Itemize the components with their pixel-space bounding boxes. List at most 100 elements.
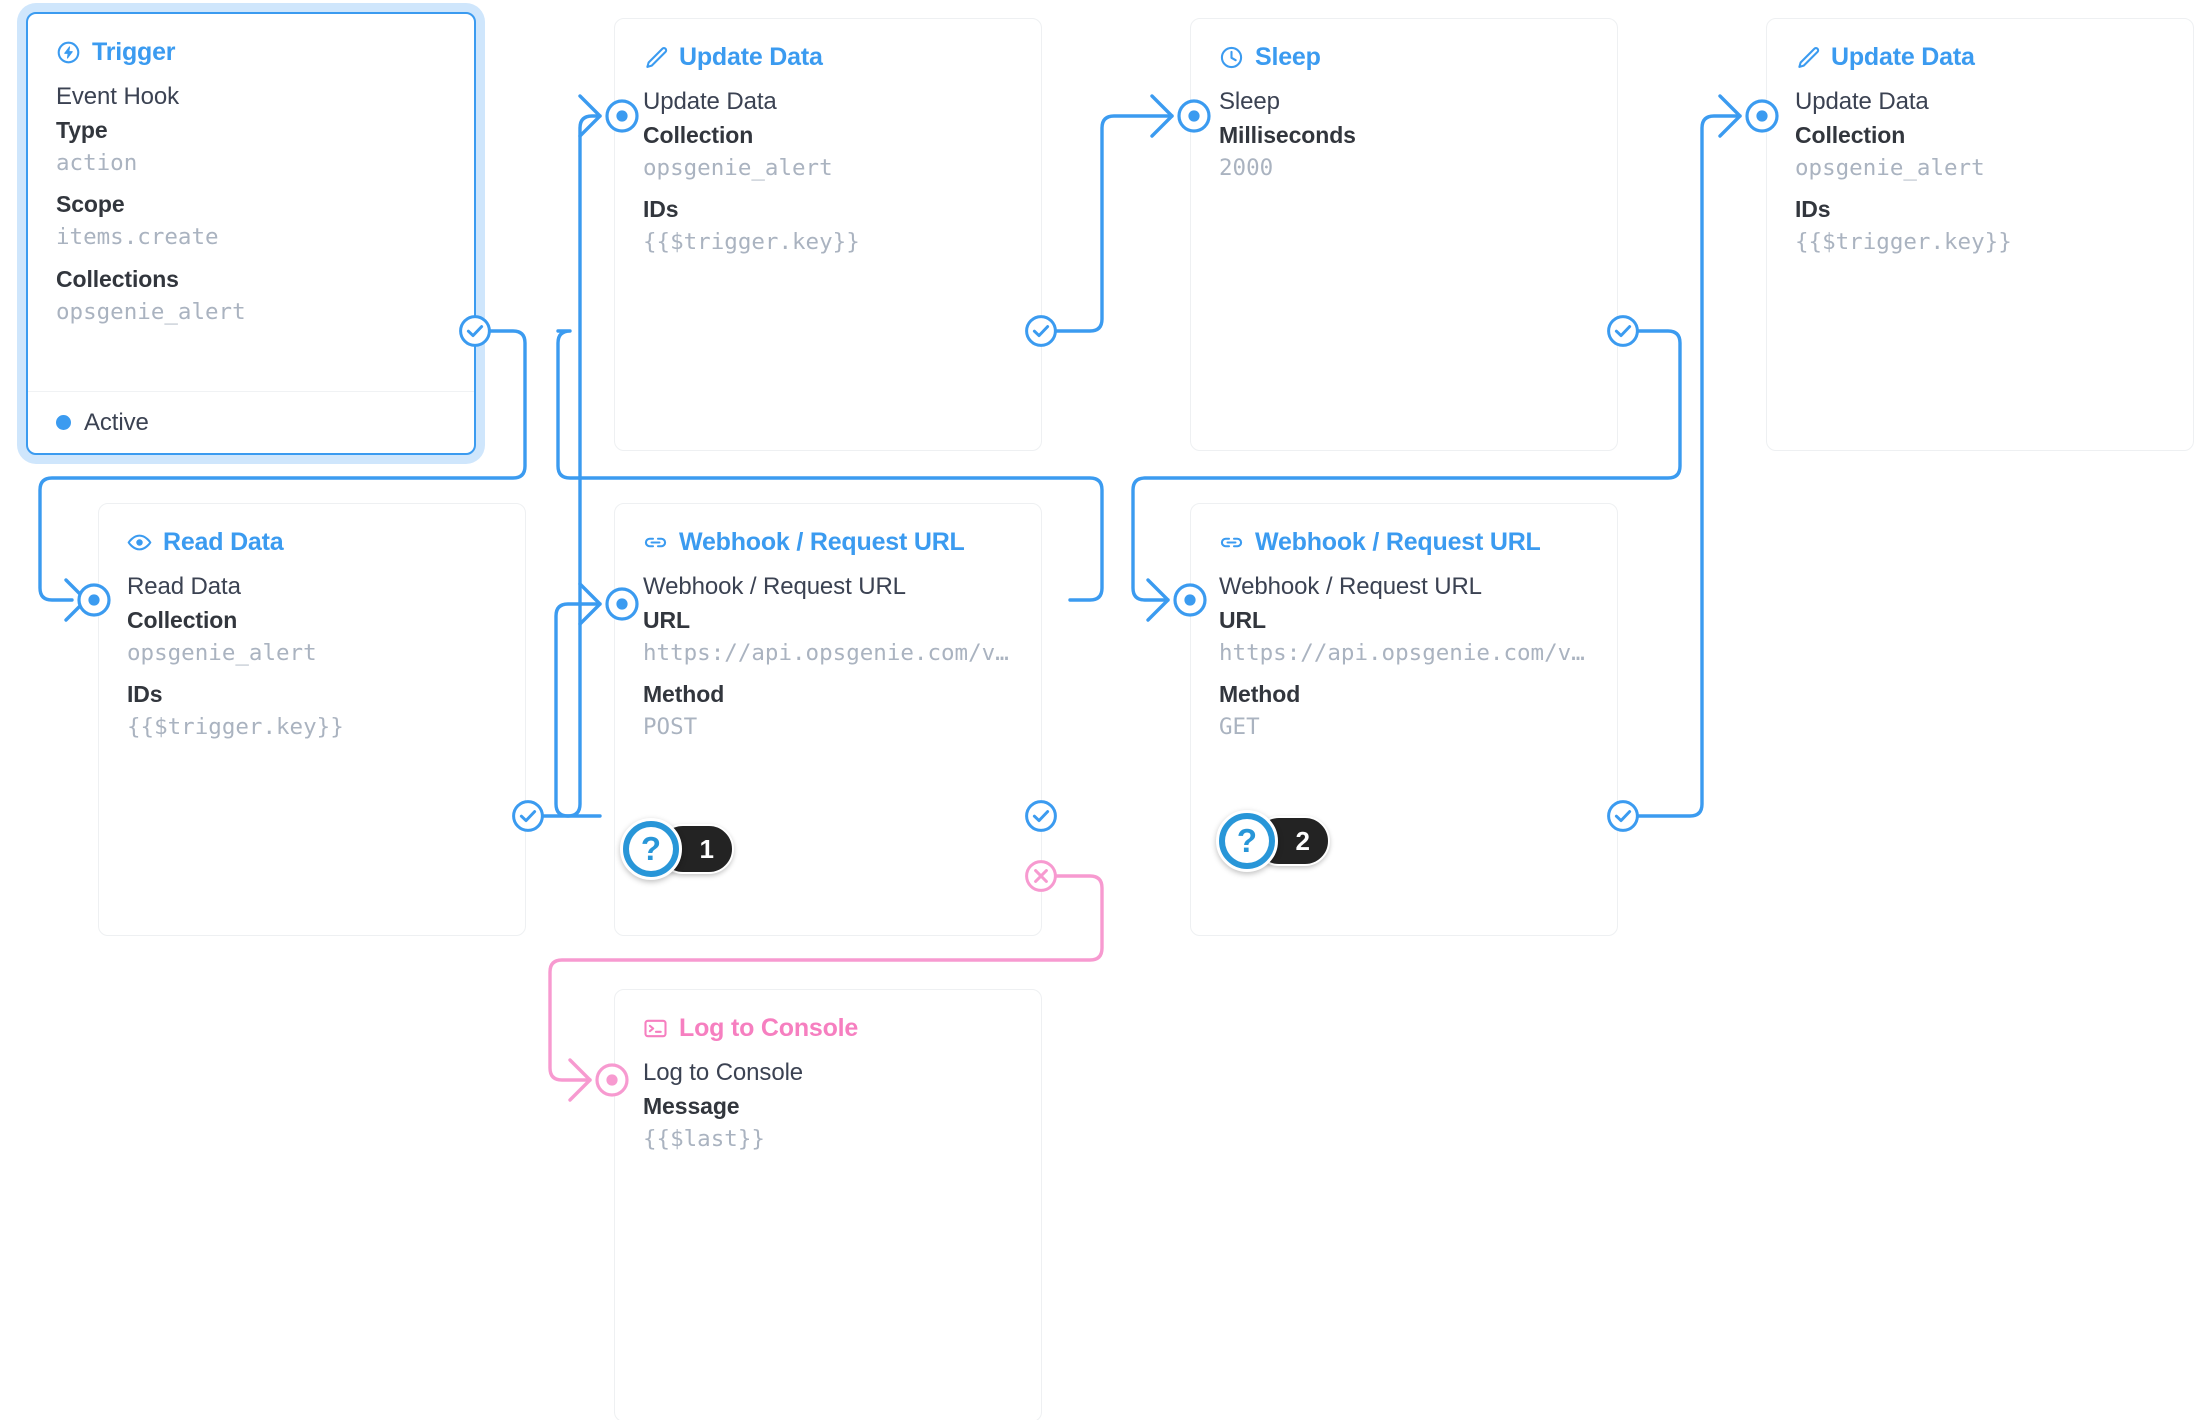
- field-method-value: POST: [643, 714, 698, 741]
- input-port-update-data-1[interactable]: [600, 94, 644, 138]
- field-url-value: https://api.opsgenie.com/v…: [1219, 639, 1585, 666]
- wire-update-data-1-to-sleep: [1053, 114, 1174, 333]
- node-sleep-header-label: Sleep: [1255, 43, 1321, 71]
- node-webhook-post-body: Webhook / Request URL URL https://api.op…: [615, 555, 1041, 745]
- status-badge: Active: [84, 408, 149, 436]
- node-read-data-title: Read Data: [127, 573, 241, 600]
- output-port-resolve-trigger[interactable]: [453, 309, 497, 353]
- wire-trigger-to-read-data: [38, 329, 527, 602]
- wire-reject-to-log-console: [548, 874, 1104, 1082]
- field-url-value: https://api.opsgenie.com/v…: [643, 639, 1009, 666]
- link-icon: [1219, 530, 1244, 555]
- node-sleep-body: Sleep Milliseconds 2000: [1191, 70, 1617, 185]
- field-message-key: Message: [643, 1093, 740, 1120]
- hint-badge-2[interactable]: 2 ?: [1216, 810, 1330, 872]
- question-mark-icon[interactable]: ?: [620, 818, 682, 880]
- arrowhead-sleep: [1150, 94, 1174, 138]
- field-milliseconds-value: 2000: [1219, 154, 1274, 181]
- field-collection-value: opsgenie_alert: [127, 639, 317, 666]
- field-collection-key: Collection: [127, 607, 238, 634]
- pencil-icon: [643, 45, 668, 70]
- field-ids-value: {{$trigger.key}}: [127, 714, 344, 741]
- input-port-log-to-console[interactable]: [590, 1058, 634, 1102]
- field-method: Method POST: [643, 678, 1013, 744]
- node-sleep[interactable]: Sleep Sleep Milliseconds 2000: [1190, 18, 1618, 451]
- node-read-data-header: Read Data: [99, 504, 525, 555]
- field-collection: Collection opsgenie_alert: [1795, 119, 2165, 185]
- arrowhead-update-data-2: [1718, 94, 1742, 138]
- output-port-resolve-update-data-1[interactable]: [1019, 309, 1063, 353]
- wire-read-data-to-update-data-1: [536, 114, 602, 818]
- node-webhook-get-body: Webhook / Request URL URL https://api.op…: [1191, 555, 1617, 745]
- node-update-data-1[interactable]: Update Data Update Data Collection opsge…: [614, 18, 1042, 451]
- eye-icon: [127, 530, 152, 555]
- field-url-key: URL: [1219, 607, 1266, 634]
- node-update-data-2-header: Update Data: [1767, 19, 2193, 70]
- node-trigger-header-label: Trigger: [92, 38, 176, 66]
- wire-sleep-to-webhook-get: [1131, 329, 1682, 602]
- field-ids-value: {{$trigger.key}}: [643, 229, 860, 256]
- input-port-sleep[interactable]: [1172, 94, 1216, 138]
- node-update-data-2[interactable]: Update Data Update Data Collection opsge…: [1766, 18, 2194, 451]
- output-port-resolve-webhook-post[interactable]: [1019, 794, 1063, 838]
- field-url: URL https://api.opsgenie.com/v…: [1219, 604, 1589, 670]
- node-webhook-post[interactable]: Webhook / Request URL Webhook / Request …: [614, 503, 1042, 936]
- field-milliseconds: Milliseconds 2000: [1219, 119, 1589, 185]
- field-message: Message {{$last}}: [643, 1090, 1013, 1156]
- node-update-data-1-header: Update Data: [615, 19, 1041, 70]
- node-update-data-2-body: Update Data Collection opsgenie_alert ID…: [1767, 70, 2193, 260]
- node-log-to-console-body: Log to Console Message {{$last}}: [615, 1041, 1041, 1156]
- field-collections-key: Collections: [56, 265, 179, 292]
- node-sleep-title: Sleep: [1219, 88, 1280, 115]
- node-webhook-get-header-label: Webhook / Request URL: [1255, 528, 1541, 556]
- node-webhook-post-header: Webhook / Request URL: [615, 504, 1041, 555]
- field-url-key: URL: [643, 607, 690, 634]
- output-port-resolve-webhook-get[interactable]: [1601, 794, 1645, 838]
- node-log-to-console[interactable]: Log to Console Log to Console Message {{…: [614, 989, 1042, 1420]
- node-update-data-2-title: Update Data: [1795, 88, 1929, 115]
- input-port-read-data[interactable]: [72, 578, 116, 622]
- node-webhook-post-title: Webhook / Request URL: [643, 573, 906, 600]
- node-update-data-2-header-label: Update Data: [1831, 43, 1975, 71]
- node-read-data[interactable]: Read Data Read Data Collection opsgenie_…: [98, 503, 526, 936]
- input-port-update-data-2[interactable]: [1740, 94, 1784, 138]
- field-collections-value: opsgenie_alert: [56, 298, 246, 325]
- output-port-resolve-sleep[interactable]: [1601, 309, 1645, 353]
- node-trigger-header: Trigger: [28, 14, 474, 65]
- arrowhead-update-data-1: [578, 94, 602, 138]
- field-collection-value: opsgenie_alert: [643, 154, 833, 181]
- field-collection-key: Collection: [1795, 122, 1906, 149]
- input-port-webhook-get[interactable]: [1168, 578, 1212, 622]
- field-milliseconds-key: Milliseconds: [1219, 122, 1356, 149]
- field-ids-key: IDs: [643, 196, 679, 223]
- field-collection: Collection opsgenie_alert: [643, 119, 1013, 185]
- question-mark-icon[interactable]: ?: [1216, 810, 1278, 872]
- node-update-data-1-title: Update Data: [643, 88, 777, 115]
- output-port-resolve-read-data[interactable]: [506, 794, 550, 838]
- hint-badge-1[interactable]: 1 ?: [620, 818, 734, 880]
- status-dot-icon: [56, 415, 71, 430]
- node-trigger[interactable]: Trigger Event Hook Type action Scope ite…: [26, 12, 476, 455]
- field-collection: Collection opsgenie_alert: [127, 604, 497, 670]
- wire-update-data-1-down: [556, 329, 1104, 602]
- field-method-value: GET: [1219, 714, 1260, 741]
- field-method: Method GET: [1219, 678, 1589, 744]
- node-update-data-1-body: Update Data Collection opsgenie_alert ID…: [615, 70, 1041, 260]
- node-trigger-body: Event Hook Type action Scope items.creat…: [28, 65, 474, 329]
- input-port-webhook-post[interactable]: [600, 582, 644, 626]
- node-trigger-title: Event Hook: [56, 83, 180, 110]
- field-ids-key: IDs: [1795, 196, 1831, 223]
- arrowhead-webhook-get: [1146, 578, 1170, 622]
- field-ids: IDs {{$trigger.key}}: [643, 193, 1013, 259]
- node-log-to-console-header-label: Log to Console: [679, 1014, 859, 1042]
- hint-badge-2-marker: ?: [1225, 819, 1269, 863]
- node-log-to-console-header: Log to Console: [615, 990, 1041, 1041]
- node-read-data-body: Read Data Collection opsgenie_alert IDs …: [99, 555, 525, 745]
- field-scope-value: items.create: [56, 224, 219, 251]
- output-port-reject-webhook-post[interactable]: [1019, 854, 1063, 898]
- node-webhook-get-header: Webhook / Request URL: [1191, 504, 1617, 555]
- field-ids: IDs {{$trigger.key}}: [1795, 193, 2165, 259]
- node-update-data-1-header-label: Update Data: [679, 43, 823, 71]
